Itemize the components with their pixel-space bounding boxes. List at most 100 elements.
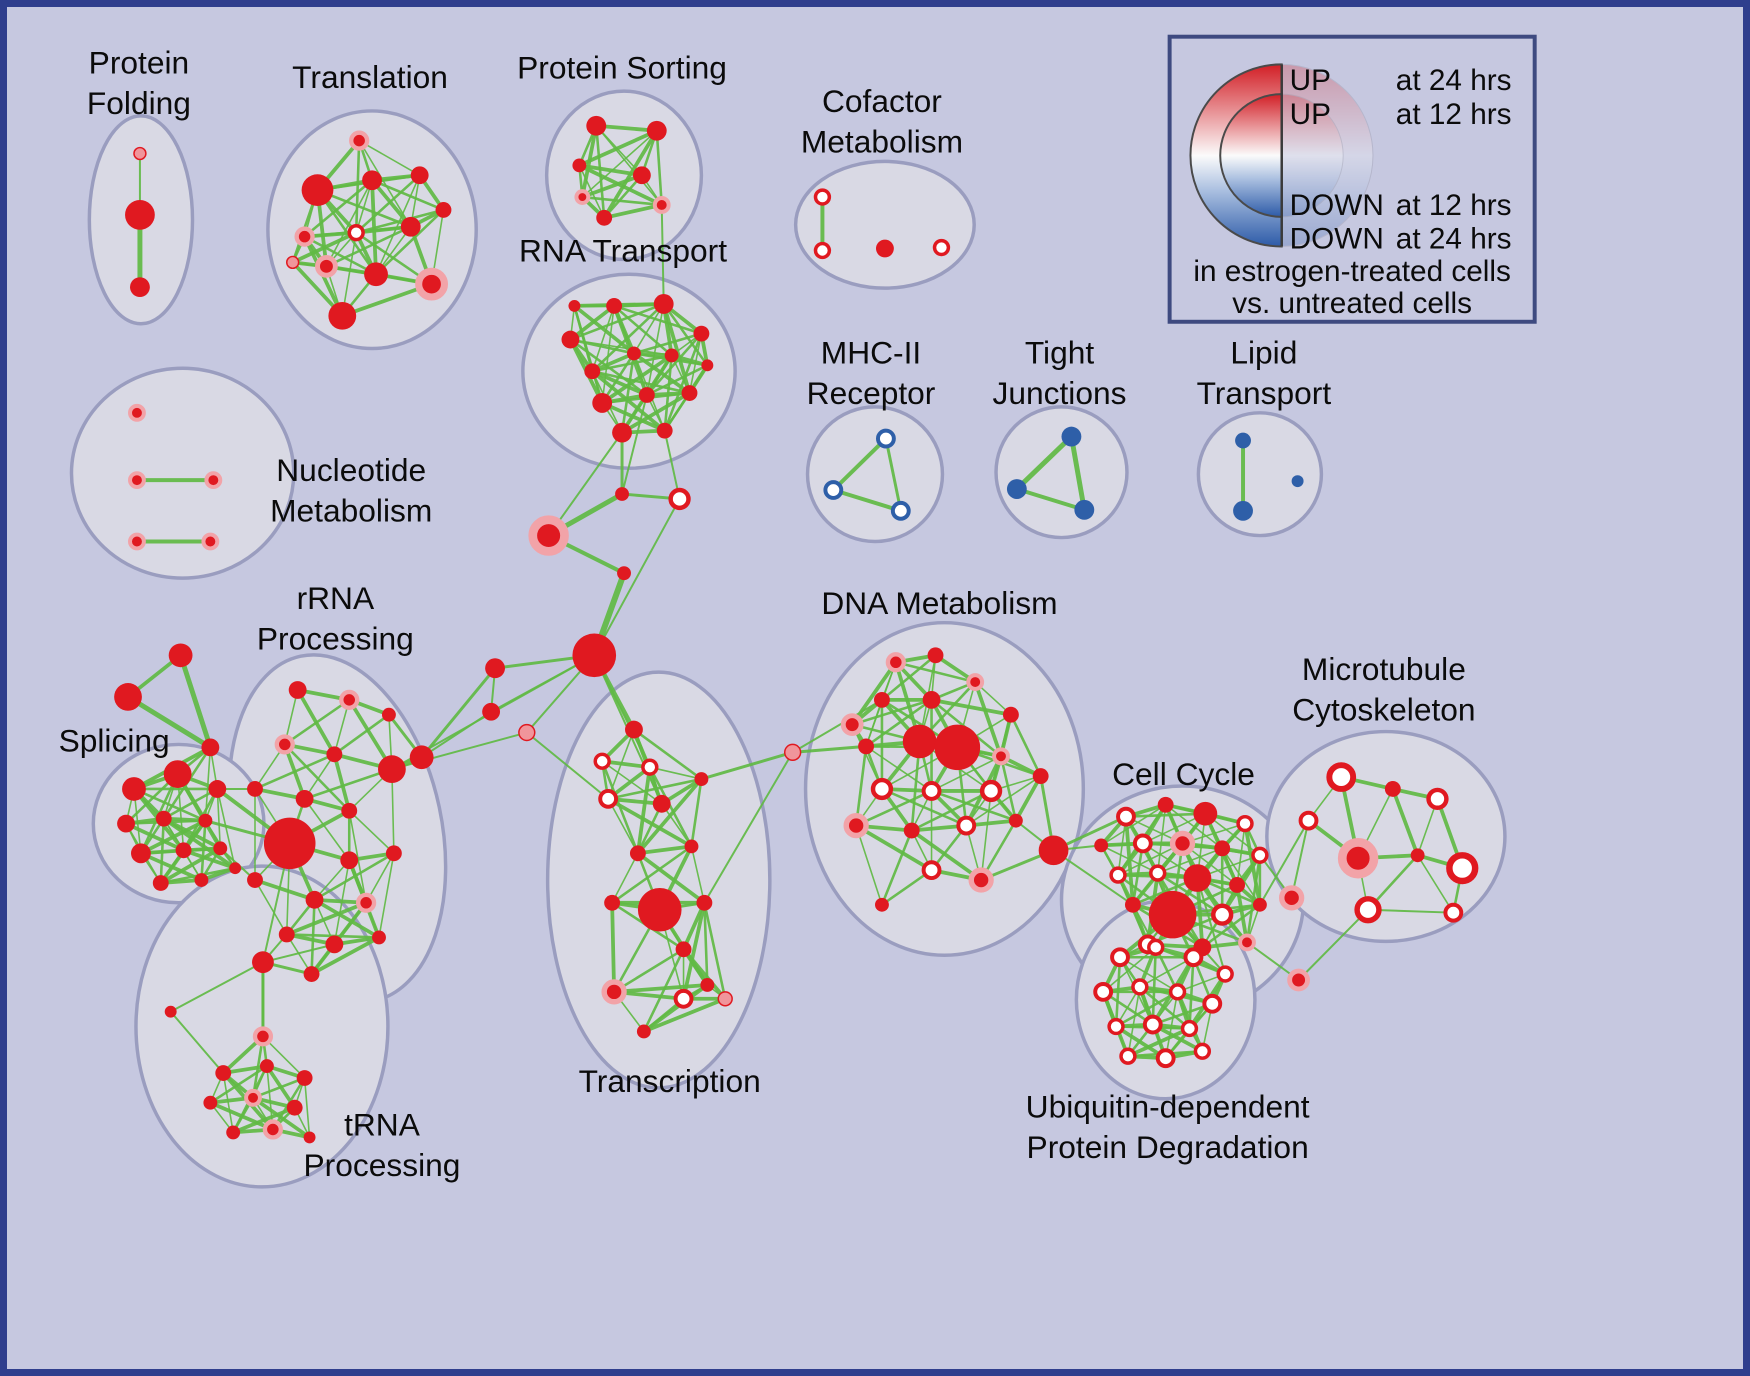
cluster-ellipse-mhc2 bbox=[805, 405, 945, 544]
network-edge bbox=[284, 900, 368, 937]
network-node-blue bbox=[1235, 432, 1251, 449]
network-node-blue bbox=[1233, 500, 1253, 521]
network-node-ring bbox=[1093, 981, 1114, 1002]
network-node-red bbox=[637, 887, 682, 932]
network-node-red bbox=[114, 683, 142, 711]
network-edge bbox=[636, 802, 664, 855]
network-edge bbox=[581, 129, 658, 198]
network-node-ring bbox=[1326, 762, 1357, 792]
network-edge bbox=[660, 203, 665, 305]
network-node-red bbox=[131, 843, 151, 864]
network-node-halo bbox=[1169, 830, 1196, 857]
network-node-red bbox=[625, 720, 643, 739]
legend-up24-term: UP bbox=[1290, 64, 1331, 97]
network-edge bbox=[910, 789, 993, 832]
network-node-red bbox=[592, 393, 613, 413]
network-edge bbox=[303, 798, 351, 862]
network-node-red bbox=[934, 724, 981, 771]
network-edge bbox=[681, 900, 707, 1001]
network-node-ring bbox=[1132, 833, 1153, 854]
legend-up24-time: at 24 hrs bbox=[1396, 64, 1512, 97]
network-edge bbox=[1188, 955, 1195, 1030]
network-node-halo bbox=[294, 226, 315, 247]
network-node-ring bbox=[1168, 983, 1187, 1001]
network-edge bbox=[703, 751, 794, 904]
network-node-ring bbox=[813, 241, 832, 260]
network-edge bbox=[1156, 847, 1223, 874]
network-node-red bbox=[435, 201, 452, 218]
network-edge bbox=[965, 775, 1042, 827]
network-node-red bbox=[122, 777, 146, 801]
cluster-ellipse-microtubule bbox=[1265, 729, 1507, 944]
network-edge bbox=[973, 680, 1003, 759]
network-node-red bbox=[247, 872, 263, 888]
network-edge bbox=[139, 818, 208, 856]
network-node-halo bbox=[415, 267, 449, 301]
network-edge bbox=[642, 948, 685, 1033]
network-edge bbox=[572, 304, 636, 356]
network-edge bbox=[831, 436, 888, 493]
network-edge bbox=[1139, 956, 1195, 988]
network-edge bbox=[375, 174, 421, 276]
network-edge bbox=[1100, 804, 1167, 847]
network-node-red bbox=[410, 166, 429, 185]
network-node-red bbox=[694, 772, 709, 786]
cluster-label-transcription: Transcription bbox=[579, 1063, 761, 1099]
network-node-ring bbox=[641, 758, 659, 776]
network-edge bbox=[169, 961, 264, 1013]
network-node-red bbox=[130, 277, 150, 298]
network-node-halo bbox=[315, 254, 338, 278]
network-node-halo bbox=[274, 734, 295, 755]
network-node-red bbox=[606, 298, 623, 314]
network-node-ring bbox=[921, 781, 942, 801]
network-node-ring bbox=[1426, 787, 1449, 810]
network-node-red bbox=[326, 746, 343, 763]
network-edge bbox=[699, 750, 795, 781]
network-edge bbox=[1196, 877, 1227, 976]
network-node-red bbox=[638, 387, 655, 403]
cluster-label-microtubule: Microtubule bbox=[1302, 651, 1466, 687]
network-edge bbox=[251, 1076, 306, 1100]
network-node-red bbox=[175, 842, 192, 859]
network-edge bbox=[632, 332, 703, 355]
network-edge bbox=[261, 943, 336, 964]
network-node-halo bbox=[1278, 885, 1305, 911]
network-edge bbox=[646, 303, 665, 396]
network-node-red bbox=[701, 359, 714, 372]
network-node-bluering bbox=[823, 480, 844, 500]
network-edge bbox=[636, 851, 707, 905]
cluster-label-lipid_transport: Transport bbox=[1197, 375, 1332, 411]
network-node-halo bbox=[339, 689, 360, 710]
network-edge bbox=[1126, 1026, 1192, 1059]
network-edge bbox=[590, 369, 691, 395]
network-node-blue bbox=[1074, 499, 1095, 520]
network-edge bbox=[370, 178, 445, 212]
cluster-label-nucleotide: Metabolism bbox=[270, 493, 432, 529]
network-node-ring bbox=[598, 788, 619, 809]
network-node-red bbox=[636, 1024, 651, 1039]
network-edge bbox=[1052, 849, 1134, 906]
network-node-red bbox=[586, 115, 607, 136]
network-node-red bbox=[201, 738, 220, 757]
network-node-ring bbox=[347, 224, 365, 242]
network-edge bbox=[600, 353, 674, 405]
network-node-halo bbox=[574, 189, 591, 205]
network-node-red bbox=[325, 935, 344, 954]
network-node-red bbox=[1214, 840, 1231, 857]
network-node-halo bbox=[528, 515, 569, 556]
network-edge bbox=[283, 698, 351, 746]
network-edge bbox=[880, 868, 933, 907]
network-node-red bbox=[125, 200, 155, 230]
network-node-red bbox=[163, 760, 192, 788]
cluster-label-mhc2: Receptor bbox=[807, 375, 936, 411]
network-edge bbox=[1156, 804, 1167, 874]
network-edge bbox=[310, 898, 316, 976]
network-edge bbox=[1416, 854, 1455, 914]
network-edge bbox=[636, 765, 652, 856]
network-node-red bbox=[1038, 835, 1069, 866]
network-edge bbox=[309, 935, 381, 976]
network-node-ring bbox=[1251, 846, 1269, 864]
network-node-red bbox=[303, 1131, 316, 1144]
